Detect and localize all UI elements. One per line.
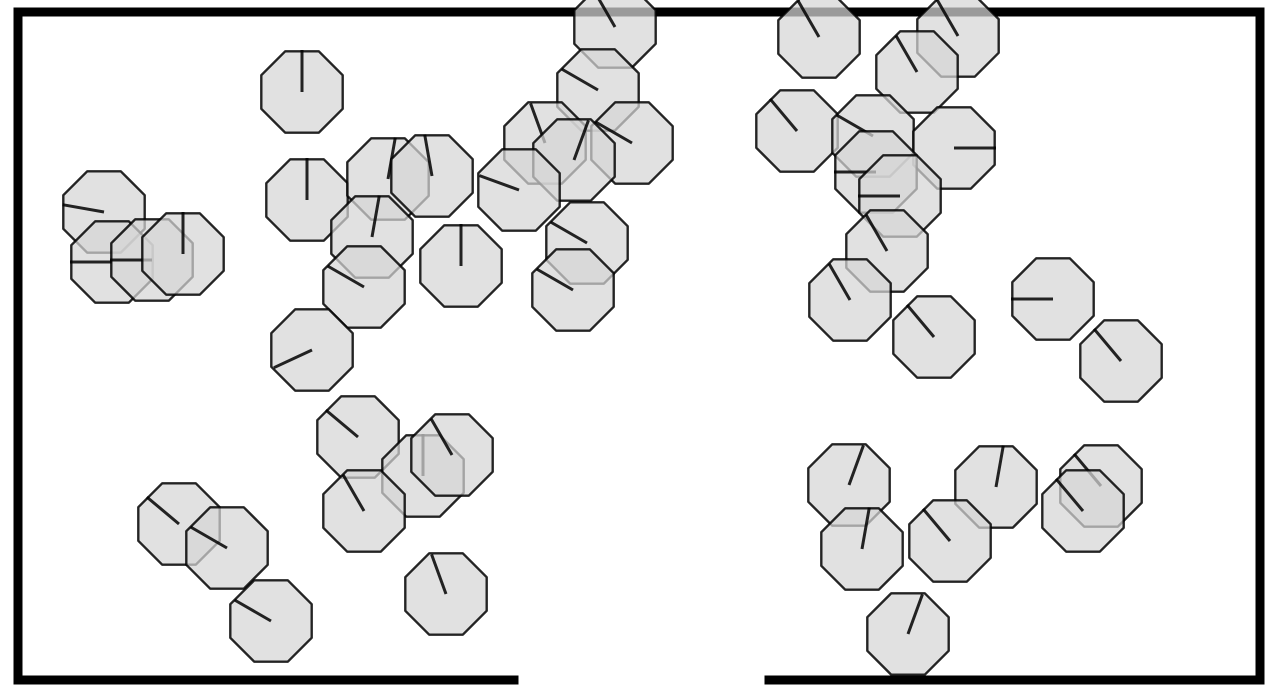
particle-heading-line <box>906 593 924 635</box>
particle <box>229 579 313 663</box>
particle <box>260 50 344 134</box>
particle <box>908 499 992 583</box>
particle <box>322 245 406 329</box>
particle-heading-line <box>860 507 871 550</box>
particle <box>270 308 354 392</box>
particle <box>1079 319 1163 403</box>
particle-heading-line <box>535 267 574 292</box>
particle <box>404 552 488 636</box>
particle <box>820 507 904 591</box>
particle-heading-line <box>326 264 365 289</box>
particle <box>410 413 494 497</box>
particle-heading-line <box>572 119 590 161</box>
particle-heading-line <box>894 34 919 73</box>
particle-heading-line <box>478 174 520 192</box>
particle-heading-line <box>921 507 952 542</box>
particle-heading-line <box>189 525 228 550</box>
particle-heading-line <box>847 444 865 486</box>
particle-layer <box>62 0 1163 676</box>
particle-body <box>777 0 861 79</box>
particle <box>419 224 503 308</box>
particle <box>807 443 891 527</box>
particle-heading-line <box>597 0 617 28</box>
particle-heading-line <box>768 97 799 132</box>
particle-heading-line <box>233 598 272 623</box>
particle-heading-line <box>864 213 889 252</box>
particle-heading-line <box>827 262 852 301</box>
particle-heading-line <box>429 417 454 456</box>
particle <box>1041 469 1125 553</box>
particle-heading-line <box>273 348 313 370</box>
particle-heading-line <box>1092 327 1123 362</box>
particle-heading-line <box>430 553 448 595</box>
particle-heading-line <box>796 0 821 38</box>
particle <box>390 134 474 218</box>
particle <box>954 445 1038 529</box>
particle <box>322 469 406 553</box>
particle <box>1011 257 1095 341</box>
particle-heading-line <box>905 303 936 338</box>
particle <box>912 106 996 190</box>
particle <box>531 248 615 332</box>
particle-heading-line <box>1054 477 1085 512</box>
particle <box>892 295 976 379</box>
particle <box>866 592 950 676</box>
particle <box>808 258 892 342</box>
particle-heading-line <box>145 495 180 526</box>
particle-heading-line <box>560 67 599 92</box>
particle <box>875 30 959 114</box>
particle-heading-line <box>994 445 1005 488</box>
particle <box>265 158 349 242</box>
particle-heading-line <box>549 220 588 245</box>
particle <box>185 506 269 590</box>
particle-heading-line <box>62 203 105 214</box>
particle <box>777 0 861 79</box>
particle-heading-line <box>594 120 633 145</box>
particle-heading-line <box>341 473 366 512</box>
particle <box>477 148 561 232</box>
particle-heading-line <box>370 195 381 238</box>
particle-heading-line <box>935 0 960 37</box>
particle <box>755 89 839 173</box>
particle <box>141 212 225 296</box>
particle-heading-line <box>423 134 434 177</box>
particle-heading-line <box>324 408 359 439</box>
